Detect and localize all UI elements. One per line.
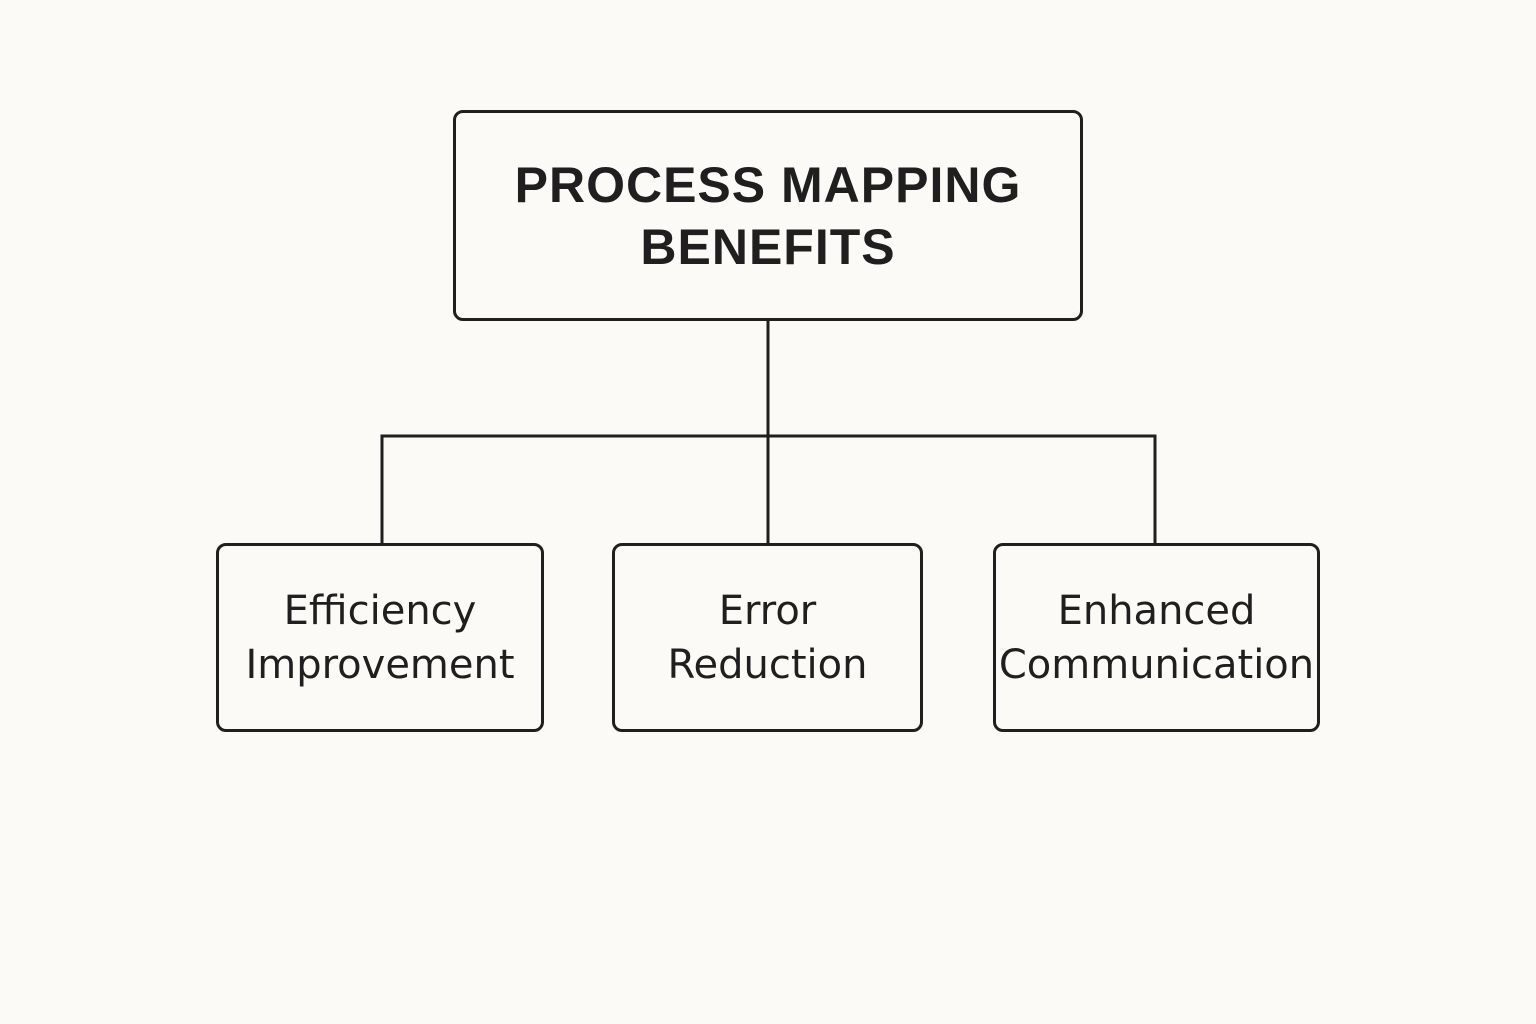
root-node: PROCESS MAPPING BENEFITS: [453, 110, 1083, 321]
child-label-line-2: Improvement: [245, 641, 515, 688]
child-label-line-1: Enhanced: [1057, 587, 1256, 634]
child-label-line-1: Error: [718, 587, 817, 634]
child-label-line-2: Reduction: [667, 641, 868, 688]
child-node-error-reduction: Error Reduction: [612, 543, 923, 732]
child-node-communication: Enhanced Communication: [993, 543, 1320, 732]
child-label-line-2: Communication: [998, 641, 1315, 688]
root-title-line-2: BENEFITS: [640, 218, 896, 275]
child-label-line-1: Efficiency: [283, 587, 477, 634]
child-node-efficiency: Efficiency Improvement: [216, 543, 544, 732]
root-title-line-1: PROCESS MAPPING: [514, 156, 1022, 213]
